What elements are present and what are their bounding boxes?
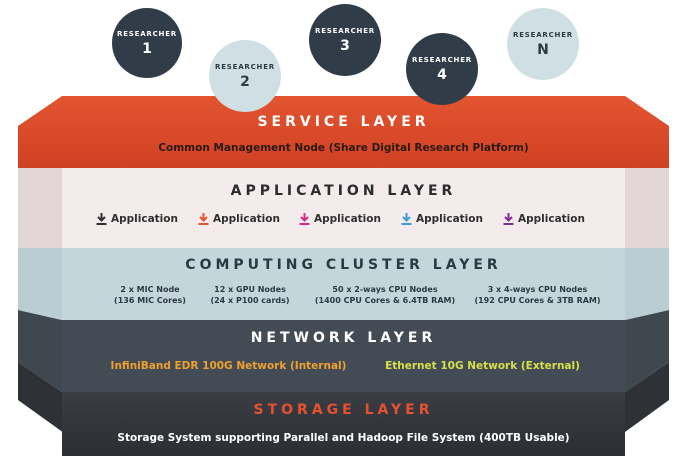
storage-layer-title: STORAGE LAYER [253, 402, 434, 418]
compute-node-4way-cpu: 3 x 4-ways CPU Nodes (192 CPU Cores & 3T… [460, 284, 615, 306]
researcher-1-circle: RESEARCHER 1 [112, 8, 182, 78]
network-internal-label: InfiniBand EDR 100G Network (Internal) [110, 360, 347, 372]
service-layer-title: SERVICE LAYER [257, 114, 430, 130]
download-arrow-icon [503, 213, 514, 225]
node-detail: (1400 CPU Cores & 6.4TB RAM) [314, 296, 456, 305]
compute-node-mic: 2 x MIC Node (136 MIC Cores) [100, 284, 200, 306]
application-item-3: Application [299, 213, 381, 225]
researcher-label: RESEARCHER [315, 26, 375, 35]
researcher-number: 3 [340, 37, 350, 54]
researcher-2-circle: RESEARCHER 2 [209, 40, 281, 112]
application-label: Application [111, 213, 178, 225]
application-label: Application [314, 213, 381, 225]
application-item-2: Application [198, 213, 280, 225]
application-layer-face [62, 168, 625, 248]
computing-layer-title: COMPUTING CLUSTER LAYER [185, 257, 502, 273]
storage-layer-description: Storage System supporting Parallel and H… [117, 432, 570, 444]
researcher-number: 2 [240, 73, 250, 90]
node-detail: (136 MIC Cores) [114, 296, 186, 305]
download-arrow-icon [401, 213, 412, 225]
service-layer-description: Common Management Node (Share Digital Re… [158, 142, 529, 154]
node-count: 2 x MIC Node [120, 285, 180, 294]
storage-layer-face [62, 392, 625, 456]
application-item-4: Application [401, 213, 483, 225]
node-detail: (192 CPU Cores & 3TB RAM) [474, 296, 601, 305]
application-item-5: Application [503, 213, 585, 225]
node-count: 12 x GPU Nodes [214, 285, 286, 294]
compute-node-2way-cpu: 50 x 2-ways CPU Nodes (1400 CPU Cores & … [300, 284, 470, 306]
service-layer-band [18, 96, 669, 168]
download-arrow-icon [198, 213, 209, 225]
application-label: Application [213, 213, 280, 225]
network-layer-title: NETWORK LAYER [250, 330, 437, 346]
network-layer-face [62, 320, 625, 392]
node-detail: (24 x P100 cards) [210, 296, 290, 305]
researcher-label: RESEARCHER [117, 29, 177, 38]
researcher-label: RESEARCHER [513, 30, 573, 39]
node-count: 3 x 4-ways CPU Nodes [487, 285, 588, 294]
researcher-number: 4 [437, 66, 447, 83]
researcher-n-circle: RESEARCHER N [507, 8, 579, 80]
application-label: Application [416, 213, 483, 225]
researcher-3-circle: RESEARCHER 3 [309, 4, 381, 76]
researcher-4-circle: RESEARCHER 4 [406, 33, 478, 105]
application-layer-title: APPLICATION LAYER [230, 183, 457, 199]
researcher-number: N [537, 41, 549, 58]
download-arrow-icon [96, 213, 107, 225]
researcher-label: RESEARCHER [412, 55, 472, 64]
network-external-label: Ethernet 10G Network (External) [385, 360, 580, 372]
application-label: Application [518, 213, 585, 225]
download-arrow-icon [299, 213, 310, 225]
researcher-number: 1 [142, 40, 152, 57]
application-item-1: Application [96, 213, 178, 225]
computing-layer-face [62, 248, 625, 320]
node-count: 50 x 2-ways CPU Nodes [332, 285, 438, 294]
compute-node-gpu: 12 x GPU Nodes (24 x P100 cards) [195, 284, 305, 306]
researcher-label: RESEARCHER [215, 62, 275, 71]
